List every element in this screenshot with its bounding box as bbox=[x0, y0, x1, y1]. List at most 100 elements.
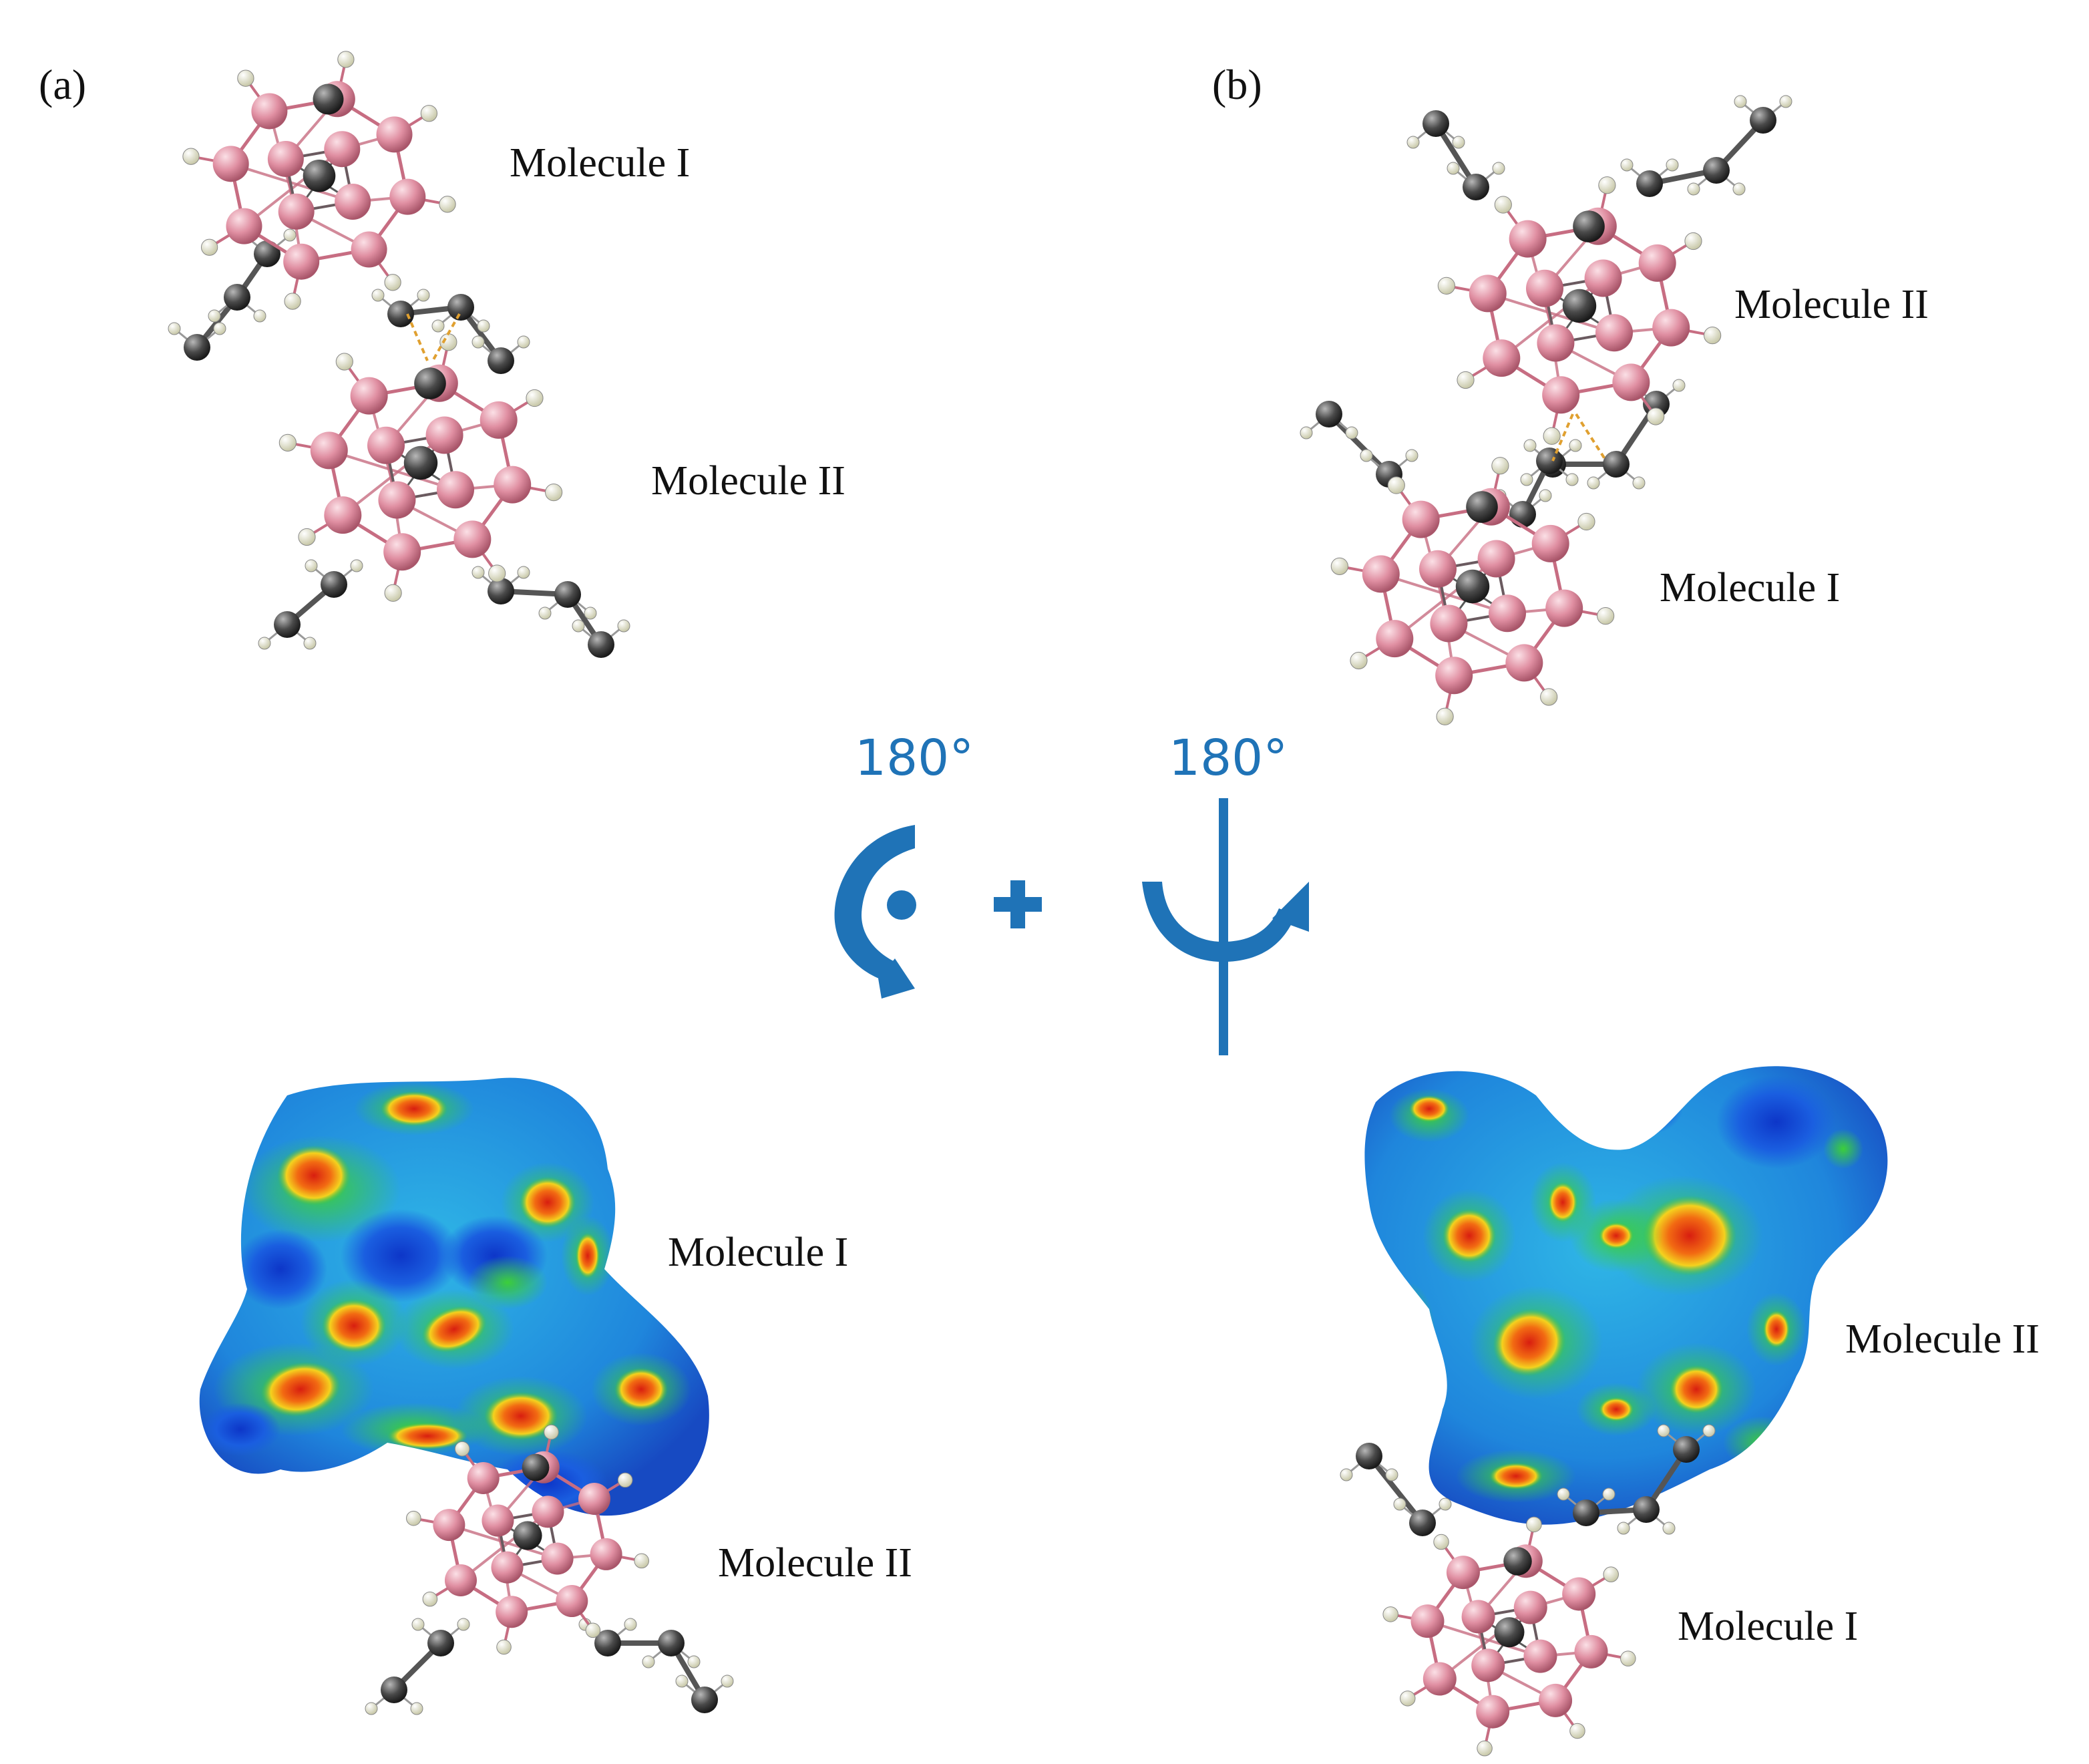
hydrogen-atom bbox=[1603, 1566, 1619, 1582]
surface-patch bbox=[322, 1299, 386, 1353]
surface-patch bbox=[1670, 1365, 1723, 1413]
boron-atom bbox=[1402, 500, 1440, 538]
boron-atom bbox=[1410, 1604, 1445, 1638]
carbon-atom bbox=[254, 240, 280, 267]
panel-a-top-molecule-structure bbox=[168, 51, 456, 361]
boron-atom bbox=[491, 1551, 524, 1584]
carbon-atom bbox=[1409, 1510, 1436, 1536]
hydrogen-atom bbox=[517, 566, 530, 579]
hydrogen-atom bbox=[1452, 136, 1465, 149]
hydrogen-atom bbox=[1393, 1497, 1406, 1511]
hydrogen-atom bbox=[1557, 1487, 1570, 1501]
boron-atom bbox=[212, 146, 249, 182]
surface-patch bbox=[1493, 1308, 1566, 1377]
rotation-operations: 180° 180° bbox=[834, 729, 1309, 1055]
hydrogen-atom bbox=[675, 1674, 689, 1688]
carbon-atom bbox=[588, 631, 614, 658]
boron-atom bbox=[1539, 1683, 1573, 1717]
hydrogen-atom bbox=[1494, 196, 1512, 214]
panel-a-bottom-molecule-structure bbox=[258, 289, 630, 658]
carbon-atom bbox=[691, 1687, 718, 1713]
hydrogen-atom bbox=[182, 148, 200, 165]
surface-patch bbox=[1489, 1463, 1543, 1489]
hydrogen-atom bbox=[584, 606, 597, 620]
surface-patch bbox=[387, 1423, 467, 1449]
panel-b-top-label-1: Molecule II bbox=[1734, 282, 1929, 327]
carbon-atom bbox=[1463, 174, 1489, 200]
hydrogen-atom bbox=[1569, 1723, 1585, 1739]
boron-atom bbox=[1376, 620, 1414, 658]
boron-atom bbox=[590, 1538, 622, 1570]
hydrogen-atom bbox=[411, 1618, 425, 1631]
boron-atom bbox=[278, 193, 315, 230]
hydrogen-atom bbox=[253, 309, 266, 323]
in-plane-angle-label: 180° bbox=[855, 729, 974, 787]
hydrogen-atom bbox=[283, 228, 297, 242]
hydrogen-atom bbox=[1687, 182, 1700, 196]
carbon-atom bbox=[1603, 451, 1630, 478]
boron-atom bbox=[283, 243, 320, 280]
boron-atom bbox=[1477, 540, 1515, 578]
surface-patch bbox=[277, 1145, 351, 1206]
carbon-atom bbox=[658, 1630, 685, 1656]
boron-atom bbox=[433, 1509, 465, 1542]
hydrogen-atom bbox=[545, 484, 563, 502]
boron-atom bbox=[1545, 589, 1583, 627]
hydrogen-atom bbox=[1620, 158, 1634, 172]
surface-patch bbox=[1548, 1182, 1577, 1222]
hydrogen-atom bbox=[1632, 476, 1646, 490]
boron-atom bbox=[383, 533, 421, 571]
panel-b-bottom-contact-molecule bbox=[1340, 1424, 1716, 1757]
hydrogen-atom bbox=[1360, 449, 1373, 462]
hydrogen-atom bbox=[1732, 182, 1746, 196]
carbon-atom bbox=[447, 294, 474, 321]
carbon-atom bbox=[1536, 448, 1563, 474]
panel-a-top-label-2: Molecule II bbox=[651, 458, 845, 504]
boron-atom bbox=[453, 520, 492, 558]
boron-atom bbox=[1595, 314, 1633, 352]
surface-patch bbox=[1716, 1075, 1837, 1169]
hydrogen-atom bbox=[1540, 688, 1558, 706]
hydrogen-atom bbox=[1477, 1740, 1493, 1757]
boron-atom bbox=[496, 1596, 528, 1628]
boron-atom bbox=[310, 431, 348, 470]
surface-patch bbox=[1397, 1309, 1421, 1363]
carbon-atom bbox=[1509, 501, 1536, 528]
boron-atom bbox=[1505, 644, 1543, 682]
boron-atom bbox=[1471, 1648, 1505, 1683]
boron-atom bbox=[444, 1564, 477, 1596]
hydrogen-atom bbox=[1666, 158, 1679, 172]
boron-atom bbox=[1513, 1590, 1547, 1624]
hydrogen-atom bbox=[1620, 1650, 1636, 1666]
hydrogen-atom bbox=[1491, 457, 1509, 475]
hydrogen-atom bbox=[213, 322, 226, 335]
boron-atom bbox=[1584, 259, 1622, 297]
carbon-atom bbox=[224, 284, 250, 311]
boron-atom bbox=[378, 481, 416, 519]
hydrogen-atom bbox=[1662, 1522, 1676, 1535]
hydrogen-atom bbox=[617, 619, 630, 633]
hydrogen-atom bbox=[439, 196, 456, 213]
hydrogen-atom bbox=[572, 619, 585, 633]
carbon-atom bbox=[1636, 170, 1663, 197]
panel-b-label: (b) bbox=[1212, 61, 1262, 108]
hydrogen-atom bbox=[365, 1702, 378, 1715]
carbon-atom bbox=[1573, 210, 1605, 242]
hydrogen-atom bbox=[1382, 1606, 1398, 1622]
hydrogen-atom bbox=[471, 566, 485, 579]
hydrogen-atom bbox=[1405, 449, 1418, 462]
hydrogen-atom bbox=[1436, 707, 1454, 725]
surface-patch bbox=[467, 1256, 548, 1309]
boron-atom bbox=[350, 377, 388, 415]
boron-atom bbox=[1638, 244, 1676, 282]
boron-atom bbox=[482, 1504, 514, 1537]
boron-atom bbox=[1537, 324, 1575, 362]
boron-atom bbox=[578, 1483, 611, 1516]
boron-atom bbox=[480, 401, 518, 439]
surface-patch bbox=[200, 1403, 280, 1456]
surface-patch bbox=[341, 1209, 461, 1302]
hydrogen-atom bbox=[168, 322, 181, 335]
hydrogen-atom bbox=[417, 289, 430, 302]
boron-atom bbox=[324, 496, 362, 534]
surface-patch bbox=[1823, 1129, 1863, 1169]
